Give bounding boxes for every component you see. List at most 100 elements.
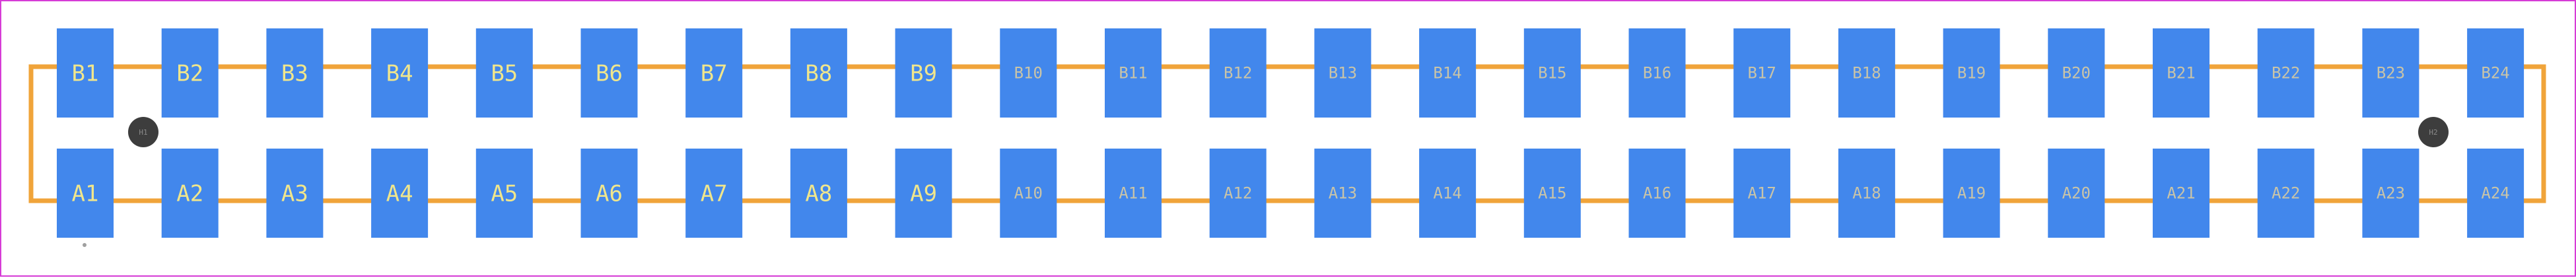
pad-body (2467, 149, 2524, 238)
pad-body (2467, 28, 2524, 118)
pad-A23: A23 (2362, 149, 2419, 238)
pad-body (790, 149, 847, 238)
pad-label: B15 (1538, 64, 1566, 83)
pad-label: A2 (176, 181, 203, 207)
pad-label: B23 (2377, 64, 2405, 83)
pad-B11: B11 (1105, 28, 1162, 118)
pad-B2: B2 (161, 28, 219, 118)
pad-label: A13 (1329, 184, 1357, 203)
pad-label: A19 (1957, 184, 1986, 203)
pad-label: B11 (1119, 64, 1147, 83)
pad-B9: B9 (895, 28, 952, 118)
hole-label: H1 (139, 128, 147, 137)
pad-A20: A20 (2048, 149, 2105, 238)
pad-label: B14 (1433, 64, 1461, 83)
pad-body (2153, 149, 2210, 238)
pad-label: A6 (596, 181, 623, 207)
pad-B5: B5 (475, 28, 533, 118)
mounting-hole-layer: H1 H2 (83, 117, 2449, 247)
pad-body (1419, 28, 1477, 118)
pad-label: B7 (701, 61, 728, 87)
pad-B20: B20 (2048, 28, 2105, 118)
pad-A1: A1 (57, 149, 114, 238)
pad-A12: A12 (1209, 149, 1267, 238)
pad-A4: A4 (371, 149, 429, 238)
pad-label: A1 (72, 181, 99, 207)
pad-body (685, 28, 743, 118)
pad-A10: A10 (1000, 149, 1057, 238)
pad-A15: A15 (1523, 149, 1581, 238)
pad-label: A20 (2062, 184, 2091, 203)
pad-B17: B17 (1733, 28, 1791, 118)
pad-A9: A9 (895, 149, 952, 238)
pad-label: B13 (1329, 64, 1357, 83)
pad-B12: B12 (1209, 28, 1267, 118)
pad-label: A15 (1538, 184, 1566, 203)
pad-body (895, 28, 952, 118)
pad-A24: A24 (2467, 149, 2524, 238)
pad-B3: B3 (266, 28, 324, 118)
pad-A8: A8 (790, 149, 847, 238)
pad-label: A16 (1643, 184, 1671, 203)
pad-B19: B19 (1943, 28, 2000, 118)
pad-B21: B21 (2153, 28, 2210, 118)
pad-body (371, 149, 429, 238)
pad-label: A21 (2167, 184, 2195, 203)
pad-label: A24 (2481, 184, 2509, 203)
pad-A22: A22 (2257, 149, 2315, 238)
pad-A6: A6 (580, 149, 638, 238)
pad-label: B9 (910, 61, 937, 87)
pad-label: A23 (2377, 184, 2405, 203)
pad-A5: A5 (475, 149, 533, 238)
pad-label: A11 (1119, 184, 1147, 203)
pad-A18: A18 (1838, 149, 1895, 238)
pad-label: B2 (176, 61, 203, 87)
pad-body (1943, 28, 2000, 118)
hole-label: H2 (2429, 128, 2437, 137)
pad-body (1733, 149, 1791, 238)
pad-body (1000, 149, 1057, 238)
hole-body (128, 117, 158, 147)
pad-body (1419, 149, 1477, 238)
pad-body (2257, 28, 2315, 118)
pad-A14: A14 (1419, 149, 1477, 238)
silkscreen-outline (28, 64, 2546, 203)
pad-body (2362, 28, 2419, 118)
pad-label: B24 (2481, 64, 2509, 83)
pad-B8: B8 (790, 28, 847, 118)
pad-B16: B16 (1628, 28, 1686, 118)
pad-label: B22 (2272, 64, 2300, 83)
pad-body (895, 149, 952, 238)
pad-body (161, 149, 219, 238)
pad-label: B16 (1643, 64, 1671, 83)
pad-body (1523, 149, 1581, 238)
pad-label: A7 (701, 181, 728, 207)
pad-label: A12 (1224, 184, 1252, 203)
pad-body (266, 149, 324, 238)
pad-body (1314, 28, 1372, 118)
pad-label: A8 (805, 181, 832, 207)
pad-body (580, 149, 638, 238)
hole-body (2418, 117, 2449, 147)
pad-B22: B22 (2257, 28, 2315, 118)
pad-B24: B24 (2467, 28, 2524, 118)
pad-body (1628, 28, 1686, 118)
pad-body (1209, 28, 1267, 118)
pad-A19: A19 (1943, 149, 2000, 238)
pad-label: B6 (596, 61, 623, 87)
pad-label: B18 (1852, 64, 1881, 83)
outline-frame (28, 64, 2546, 203)
pad-label: B19 (1957, 64, 1986, 83)
pad-A11: A11 (1105, 149, 1162, 238)
pad-body (266, 28, 324, 118)
pad-body (1943, 149, 2000, 238)
pad-A21: A21 (2153, 149, 2210, 238)
pad-label: B4 (386, 61, 413, 87)
pad-A2: A2 (161, 149, 219, 238)
pad-B23: B23 (2362, 28, 2419, 118)
pad-body (1523, 28, 1581, 118)
pad-body (790, 28, 847, 118)
pad-B7: B7 (685, 28, 743, 118)
